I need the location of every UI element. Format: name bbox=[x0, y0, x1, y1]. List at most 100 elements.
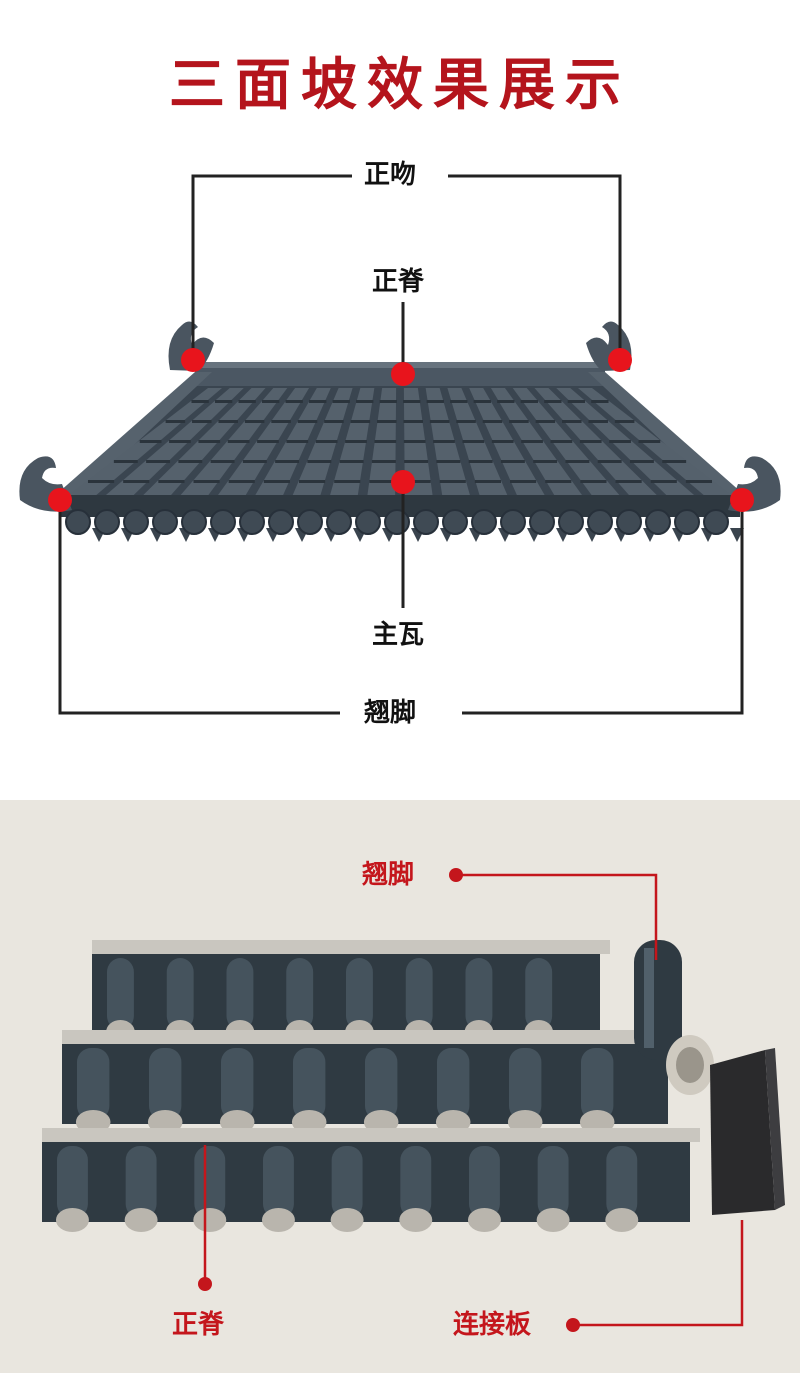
roof-tile-joint bbox=[271, 420, 291, 423]
roof-tile-joint bbox=[588, 420, 608, 423]
roof-tile-joint bbox=[285, 400, 303, 403]
roof-tile-joint bbox=[491, 440, 514, 443]
tile-end-cap bbox=[536, 1208, 570, 1232]
cover-tile bbox=[525, 958, 553, 1030]
label-zhengwen: 正吻 bbox=[352, 158, 429, 192]
roof-tile-joint bbox=[263, 480, 290, 483]
roof-tile-joint bbox=[550, 440, 573, 443]
marker-zhengwen-right bbox=[608, 348, 632, 372]
roof-tile-joint bbox=[299, 480, 326, 483]
roof-tile-joint bbox=[404, 480, 431, 483]
roof-tile-joint bbox=[509, 420, 529, 423]
roof-tile-joint bbox=[158, 480, 185, 483]
roof-tile-joint bbox=[210, 460, 235, 463]
roof-tile-joint bbox=[178, 460, 203, 463]
eave-tile-end bbox=[703, 509, 729, 535]
roof-tile-joint bbox=[227, 440, 250, 443]
roof-tile-joint bbox=[403, 400, 421, 403]
eave-tile-end bbox=[355, 509, 381, 535]
cover-tile bbox=[293, 1048, 326, 1120]
roof-tile-joint bbox=[242, 460, 267, 463]
eave-tile-end bbox=[500, 509, 526, 535]
roof-tile-joint bbox=[403, 420, 423, 423]
marker-qiaojiao-left bbox=[48, 488, 72, 512]
roof-tile-joint bbox=[193, 480, 220, 483]
roof-tile-joint bbox=[169, 440, 191, 443]
ridge-strip bbox=[62, 1030, 678, 1044]
eave-tile-end bbox=[442, 509, 468, 535]
eave-tile-end bbox=[94, 509, 120, 535]
eave-tile-end bbox=[239, 509, 265, 535]
roof-tile-joint bbox=[345, 440, 367, 443]
roof-tile-joint bbox=[544, 400, 562, 403]
roof-tile-joint bbox=[334, 480, 361, 483]
roof-tile-joint bbox=[146, 460, 171, 463]
cover-tile bbox=[437, 1048, 470, 1120]
roof-tile-joint bbox=[473, 400, 491, 403]
roof-tile-joint bbox=[521, 440, 543, 443]
roof-tile-joint bbox=[309, 400, 327, 403]
cover-tile bbox=[125, 1146, 157, 1218]
roof-tile-joint bbox=[567, 400, 586, 403]
roof-tile-joint bbox=[371, 460, 396, 463]
cover-tile bbox=[263, 1146, 294, 1218]
roof-tile-joint bbox=[262, 400, 280, 403]
eave-tile-end bbox=[152, 509, 178, 535]
ridge-strip bbox=[42, 1128, 700, 1142]
tile-end-cap bbox=[605, 1208, 639, 1232]
roof-tile-joint bbox=[500, 460, 525, 463]
cover-tile bbox=[346, 958, 373, 1030]
cover-tile bbox=[365, 1048, 398, 1120]
roof-tile-joint bbox=[533, 460, 558, 463]
roof-tile-joint bbox=[450, 400, 468, 403]
roof-tile-joint bbox=[474, 480, 501, 483]
tile-end-cap bbox=[330, 1208, 364, 1232]
roof-tile-joint bbox=[520, 400, 538, 403]
cover-tile bbox=[166, 958, 194, 1030]
roof-tile-joint bbox=[468, 460, 493, 463]
roof-tile-joint bbox=[565, 460, 590, 463]
cover-tile bbox=[107, 958, 134, 1030]
cover-tile bbox=[226, 958, 254, 1030]
cover-tile bbox=[57, 1146, 88, 1218]
roof-tile-joint bbox=[377, 420, 397, 423]
marker-zhuwa bbox=[391, 470, 415, 494]
eave-tile-end bbox=[181, 509, 207, 535]
roof-tile-joint bbox=[456, 420, 476, 423]
roof-tile-joint bbox=[228, 480, 255, 483]
tile-end-cap bbox=[193, 1208, 227, 1232]
roof-tile-joint bbox=[609, 440, 631, 443]
roof-tile-joint bbox=[198, 440, 221, 443]
roof-tile-joint bbox=[629, 460, 654, 463]
cover-tile bbox=[581, 1048, 614, 1120]
roof-tile-joint bbox=[275, 460, 300, 463]
roof-tile-joint bbox=[369, 480, 396, 483]
roof-tile-joint bbox=[297, 420, 318, 423]
roof-tile-joint bbox=[497, 400, 515, 403]
roof-tile-joint bbox=[139, 440, 162, 443]
roof-tile-joint bbox=[462, 440, 485, 443]
bottom-marker-dots bbox=[198, 868, 580, 1332]
page-title: 三面坡效果展示 bbox=[169, 53, 631, 118]
label-qiaojiao: 翘脚 bbox=[352, 696, 429, 730]
eave-tile-end bbox=[65, 509, 91, 535]
tile-panels-illustration bbox=[42, 868, 785, 1332]
cover-tile bbox=[400, 1146, 432, 1218]
eave-tile-end bbox=[413, 509, 439, 535]
roof-tile-joint bbox=[379, 400, 397, 403]
connecting-board bbox=[710, 1048, 785, 1215]
roof-tile-joint bbox=[650, 480, 677, 483]
roof-tile-joint bbox=[404, 460, 429, 463]
roof-tile-joint bbox=[580, 480, 607, 483]
marker-zhengji bbox=[391, 362, 415, 386]
marker-qiaojiao-right bbox=[730, 488, 754, 512]
cover-tile bbox=[331, 1146, 363, 1218]
label-bottom-zhengji: 正脊 bbox=[172, 1310, 225, 1340]
roof-tile-joint bbox=[218, 420, 238, 423]
eave-tile-end bbox=[210, 509, 236, 535]
eave-tile-end bbox=[297, 509, 323, 535]
roof-tile-joint bbox=[597, 460, 622, 463]
roof-tile-joint bbox=[87, 480, 115, 483]
roof-tile-joint bbox=[685, 480, 713, 483]
eave-tile-end bbox=[471, 509, 497, 535]
